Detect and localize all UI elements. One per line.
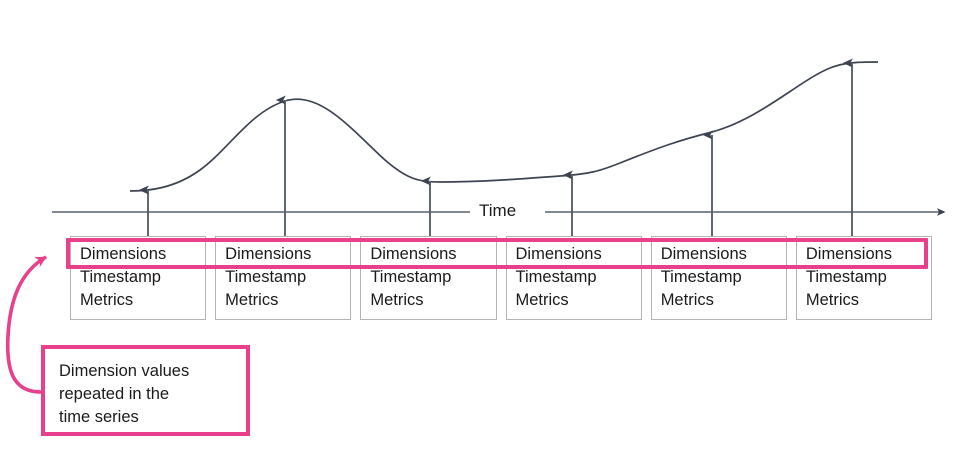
record-timestamp: Timestamp [515,268,597,286]
record-timestamp: Timestamp [660,268,742,286]
record-box: Dimensions Timestamp Metrics [650,236,787,320]
record-box: Dimensions Timestamp Metrics [360,236,497,320]
callout-line-1: Dimension values [59,362,190,380]
record-dimensions: Dimensions [805,245,893,263]
record-box: Dimensions Timestamp Metrics [70,236,207,320]
record-box: Dimensions Timestamp Metrics [215,236,352,320]
record-timestamp: Timestamp [370,268,452,286]
record-dimensions: Dimensions [80,245,167,263]
record-dimensions: Dimensions [515,245,602,263]
record-timestamp: Timestamp [805,268,887,286]
record-dimensions: Dimensions [225,245,312,263]
metric-curve [129,61,879,192]
record-box: Dimensions Timestamp Metrics [505,236,642,320]
dimensions-highlight-band [66,238,928,269]
record-metrics: Metrics [370,291,424,309]
record-metrics: Metrics [515,291,569,309]
record-box: Dimensions Timestamp Metrics [795,236,933,320]
record-timestamp: Timestamp [225,268,307,286]
record-metrics: Metrics [80,291,134,309]
callout-line-3: time series [59,408,139,426]
axis-label-time: Time [472,200,524,222]
record-timestamp: Timestamp [80,268,161,286]
record-metrics: Metrics [225,291,279,309]
record-dimensions: Dimensions [370,245,457,263]
record-metrics: Metrics [660,291,714,309]
record-box-row: Dimensions Timestamp Metrics Dimensions … [70,236,933,320]
record-metrics: Metrics [805,291,860,309]
callout-line-2: repeated in the [59,385,170,403]
record-dimensions: Dimensions [660,245,747,263]
callout-annotation: Dimension values repeated in the time se… [41,345,250,436]
